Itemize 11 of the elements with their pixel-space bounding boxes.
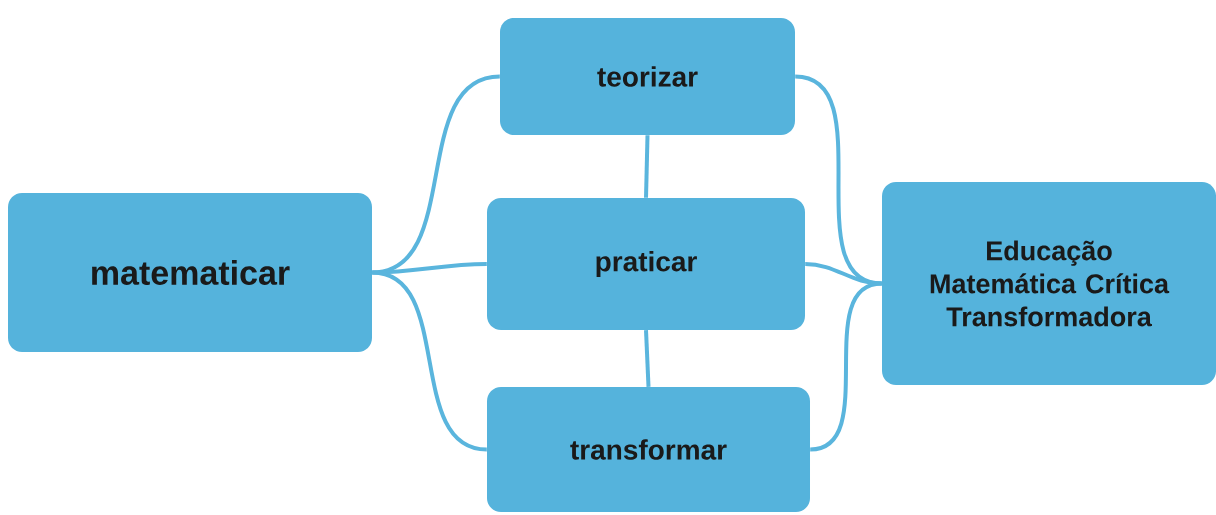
connector — [809, 281, 883, 452]
process-box: praticar — [487, 198, 805, 330]
connector — [805, 262, 882, 286]
process-box: teorizar — [500, 18, 795, 135]
connector — [644, 135, 650, 198]
connector — [644, 330, 651, 387]
process-box: transformar — [487, 387, 810, 512]
connector — [371, 270, 488, 452]
connector — [372, 262, 487, 275]
process-box: Educação Matemática Crítica Transformadora — [882, 182, 1216, 385]
process-box: matematicar — [8, 193, 372, 352]
